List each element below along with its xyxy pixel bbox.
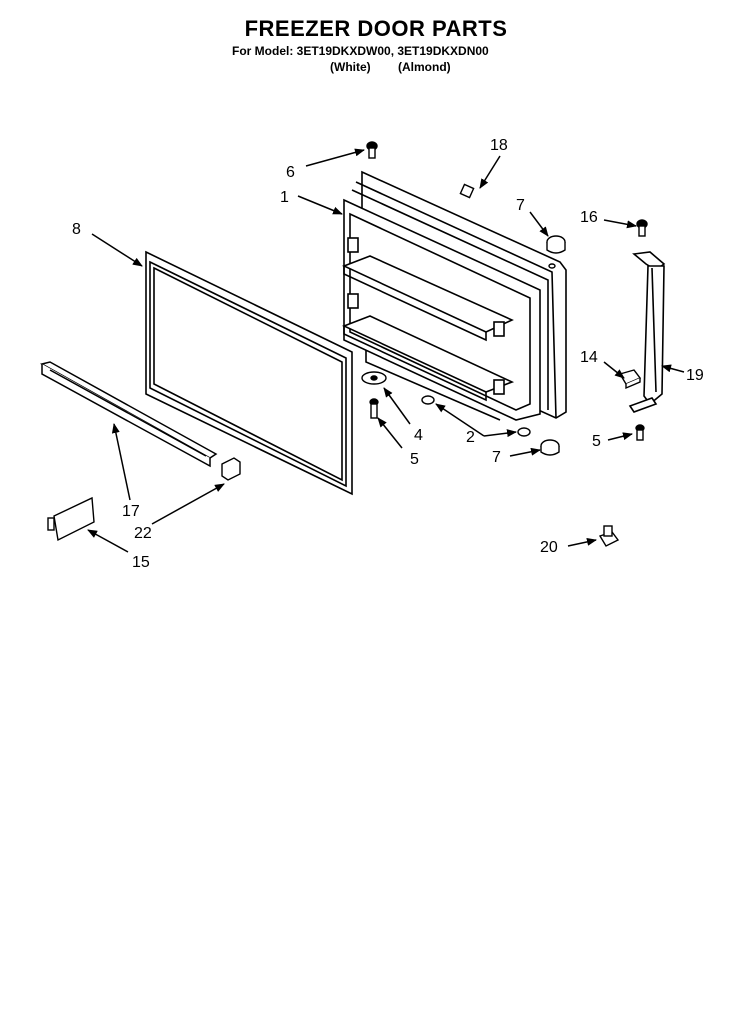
door-liner-part: [341, 170, 567, 421]
callout-14: 14: [580, 349, 598, 366]
callout-4: 4: [414, 427, 423, 444]
cap-part-7: [546, 235, 566, 269]
callout-7-top: 7: [516, 197, 525, 214]
end-cap-part: [221, 457, 241, 481]
label-part: [459, 183, 475, 199]
door-handle-part: [628, 251, 666, 413]
callout-1: 1: [280, 189, 289, 206]
callout-18: 18: [490, 137, 508, 154]
callout-6: 6: [286, 164, 295, 181]
callout-20: 20: [540, 539, 558, 556]
callout-22: 22: [134, 525, 152, 542]
trim-strip-part: [39, 361, 218, 468]
variant-almond: (Almond): [398, 60, 451, 74]
callout-16: 16: [580, 209, 598, 226]
cam-part-7: [540, 439, 560, 456]
bushing-part-2: [421, 395, 531, 437]
screw-part-6: [366, 141, 378, 159]
callout-7-bottom: 7: [492, 449, 501, 466]
leader-lines: [87, 148, 685, 553]
hinge-washer-part: [361, 371, 387, 419]
screw-part-16: [636, 219, 648, 237]
nameplate-part: [47, 496, 95, 542]
callout-19: 19: [686, 367, 704, 384]
callout-15: 15: [132, 554, 150, 571]
callout-17: 17: [122, 503, 140, 520]
callout-labels: 6 1 18 7 8 16 14 19 5 4 5 2 7 17 22 15 2…: [72, 137, 704, 571]
door-gasket-part: [145, 250, 353, 496]
plug-part-20: [598, 525, 620, 547]
variant-white: (White): [330, 60, 371, 74]
bracket-part-14: [618, 369, 642, 390]
model-line: For Model: 3ET19DKXDW00, 3ET19DKXDN00: [232, 44, 489, 58]
callout-8: 8: [72, 221, 81, 238]
screw-part-5: [635, 424, 645, 441]
callout-2: 2: [466, 429, 475, 446]
callout-5-right: 5: [592, 433, 601, 450]
callout-5-left: 5: [410, 451, 419, 468]
page-title: FREEZER DOOR PARTS: [244, 16, 508, 41]
